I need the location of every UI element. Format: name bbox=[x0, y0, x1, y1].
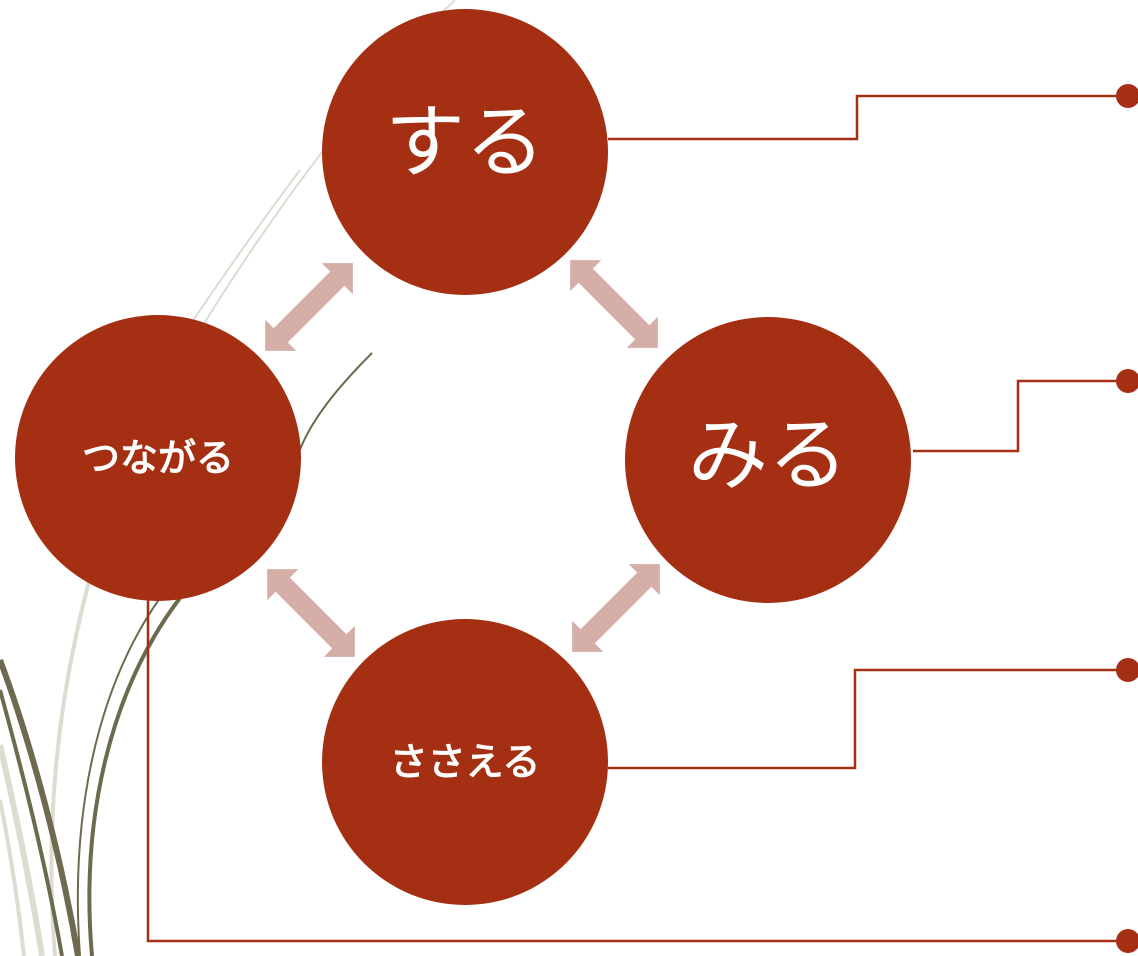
node-suru-circle bbox=[322, 9, 608, 295]
node-tsunagaru-circle bbox=[15, 315, 301, 601]
arrows bbox=[249, 244, 676, 673]
node-miru-label: みる bbox=[688, 409, 848, 502]
decorative-strokes bbox=[0, 0, 456, 956]
arrow-suru-tsunagaru bbox=[249, 247, 369, 367]
connector-suru bbox=[608, 94, 1126, 141]
deco-stroke bbox=[76, 597, 161, 956]
nodes bbox=[15, 9, 911, 905]
arrow-miru-sasaeru bbox=[556, 548, 676, 668]
deco-stroke bbox=[297, 352, 373, 456]
node-miru-circle bbox=[625, 317, 911, 603]
node-sasaeru-circle bbox=[322, 619, 608, 905]
connector-tsunagaru bbox=[146, 600, 1126, 943]
deco-stroke bbox=[0, 658, 81, 956]
arrow-suru-miru bbox=[554, 244, 674, 364]
connector-dot-tsunagaru bbox=[1116, 929, 1138, 953]
node-tsunagaru-label: つながる bbox=[81, 436, 235, 480]
connector-dot-suru bbox=[1116, 84, 1138, 108]
arrow-tsunagaru-sasaeru bbox=[251, 553, 371, 673]
connector-dot-miru bbox=[1116, 369, 1138, 393]
deco-stroke bbox=[0, 744, 45, 956]
connector-sasaeru bbox=[608, 668, 1126, 770]
node-suru-label: する bbox=[385, 96, 545, 189]
deco-stroke bbox=[179, 169, 301, 341]
connector-miru bbox=[913, 379, 1126, 453]
connector-dot-sasaeru bbox=[1116, 658, 1138, 682]
connector-lines bbox=[146, 84, 1138, 953]
deco-stroke bbox=[87, 596, 182, 956]
node-sasaeru-label: ささえる bbox=[389, 740, 541, 784]
deco-stroke bbox=[0, 689, 64, 956]
deco-stroke bbox=[0, 799, 26, 956]
